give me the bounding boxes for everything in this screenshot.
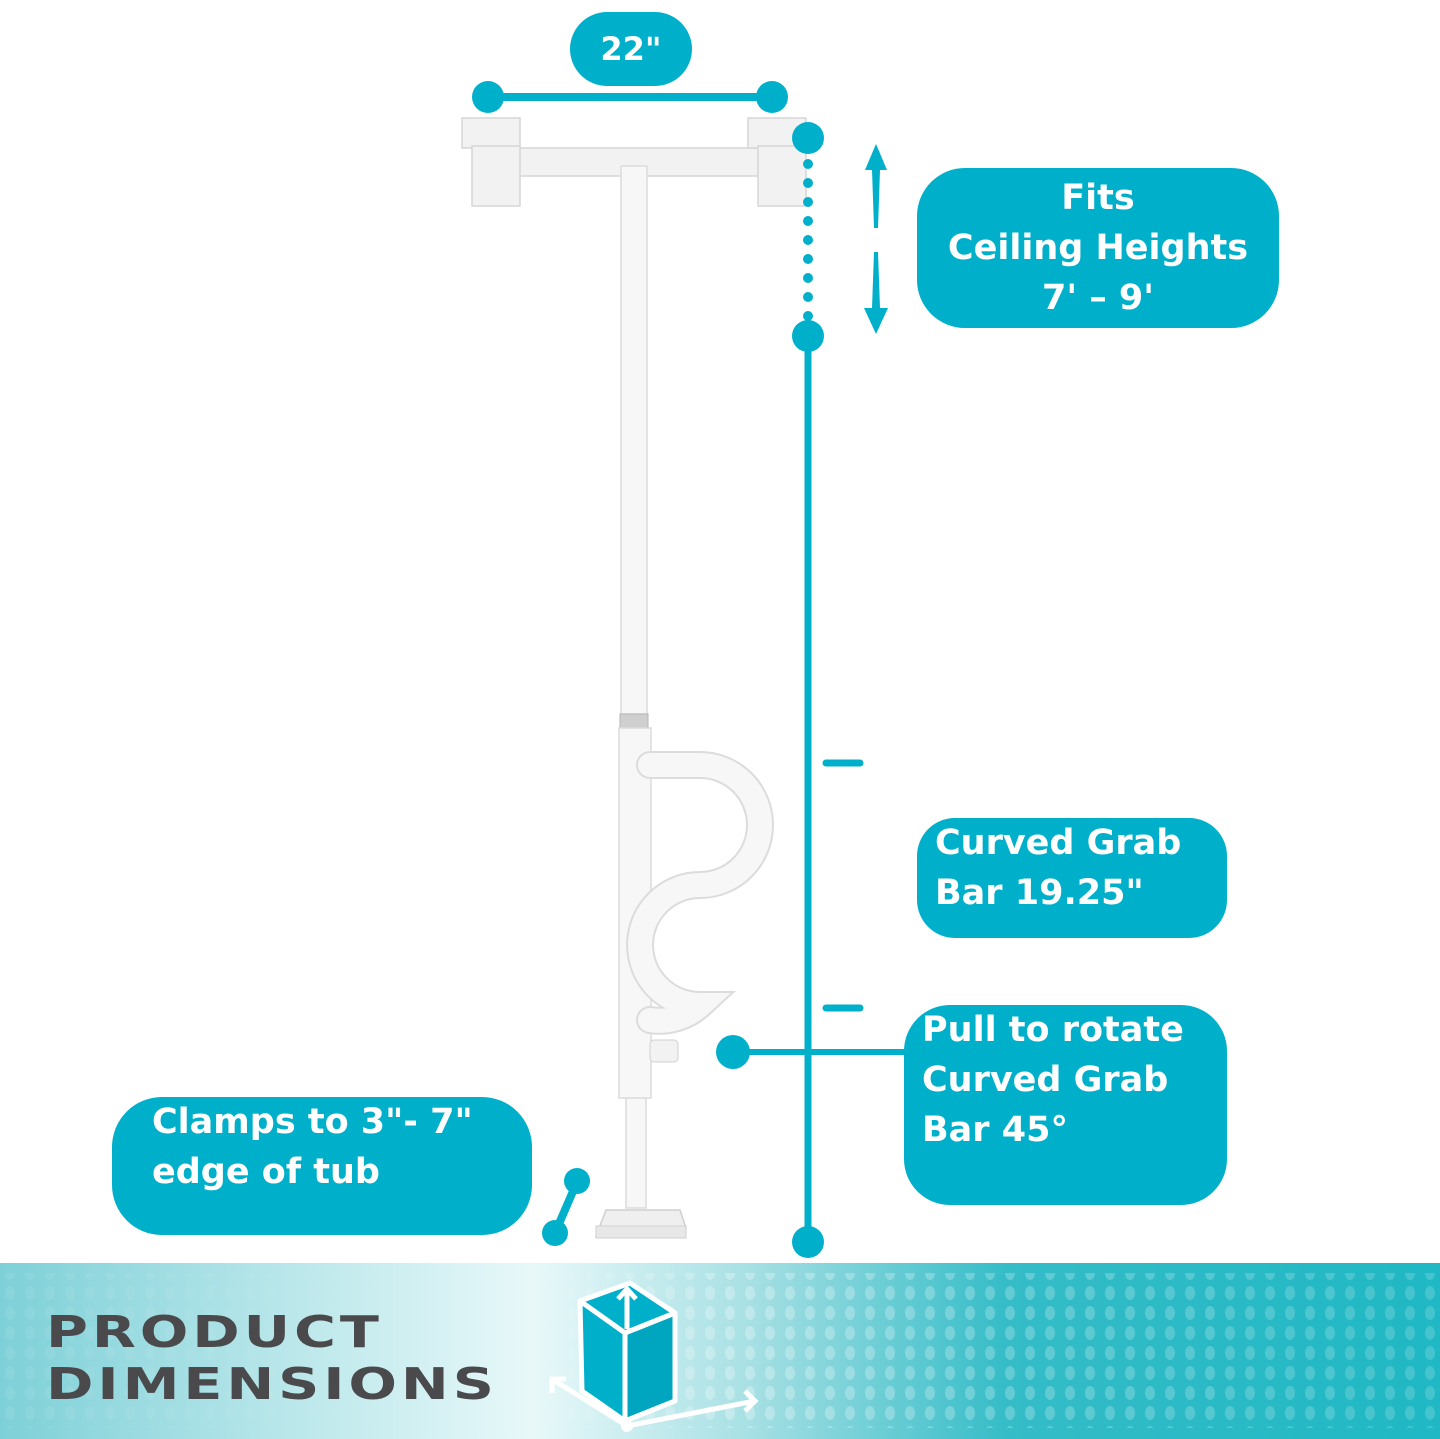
ceiling-bracket [461, 117, 807, 207]
adjust-arrow-icon [864, 144, 888, 334]
grab-bar-line1: Curved Grab [935, 823, 1182, 863]
clamp-callout: Clamps to 3"- 7" edge of tub [112, 1097, 532, 1235]
grab-bar-line2: Bar 19.25" [935, 873, 1144, 913]
clamp-line1: Clamps to 3"- 7" [152, 1102, 473, 1142]
product-dimensions-banner: PRODUCT DIMENSIONS [0, 1263, 1440, 1439]
grab-bar-callout: Curved Grab Bar 19.25" [917, 818, 1227, 938]
rotate-line2: Curved Grab [922, 1060, 1169, 1100]
width-callout: 22" [570, 12, 692, 86]
banner-line2: DIMENSIONS [46, 1359, 498, 1410]
cube-dimensions-icon [549, 1280, 759, 1432]
rotate-callout: Pull to rotate Curved Grab Bar 45° [904, 1005, 1227, 1205]
rotate-line1: Pull to rotate [922, 1010, 1184, 1050]
rotate-pointer [716, 1035, 910, 1069]
height-dimension [792, 122, 864, 1258]
clamp-pointer [542, 1168, 590, 1246]
bottom-pole [625, 1097, 647, 1209]
pole-collar [619, 713, 649, 729]
ceiling-line3: 7' – 9' [1041, 278, 1154, 318]
banner-line1: PRODUCT [46, 1307, 383, 1358]
ceiling-line1: Fits [1061, 178, 1135, 218]
clamp-line2: edge of tub [152, 1152, 380, 1192]
rotate-line3: Bar 45° [922, 1110, 1068, 1150]
ceiling-height-callout: Fits Ceiling Heights 7' – 9' [917, 168, 1279, 328]
banner-title: PRODUCT DIMENSIONS [46, 1307, 498, 1411]
dot-pattern [0, 1273, 1440, 1428]
release-knob [649, 1039, 679, 1063]
width-label: 22" [600, 30, 662, 68]
ceiling-line2: Ceiling Heights [947, 228, 1249, 268]
upper-pole [620, 165, 648, 715]
width-dimension [472, 81, 788, 113]
